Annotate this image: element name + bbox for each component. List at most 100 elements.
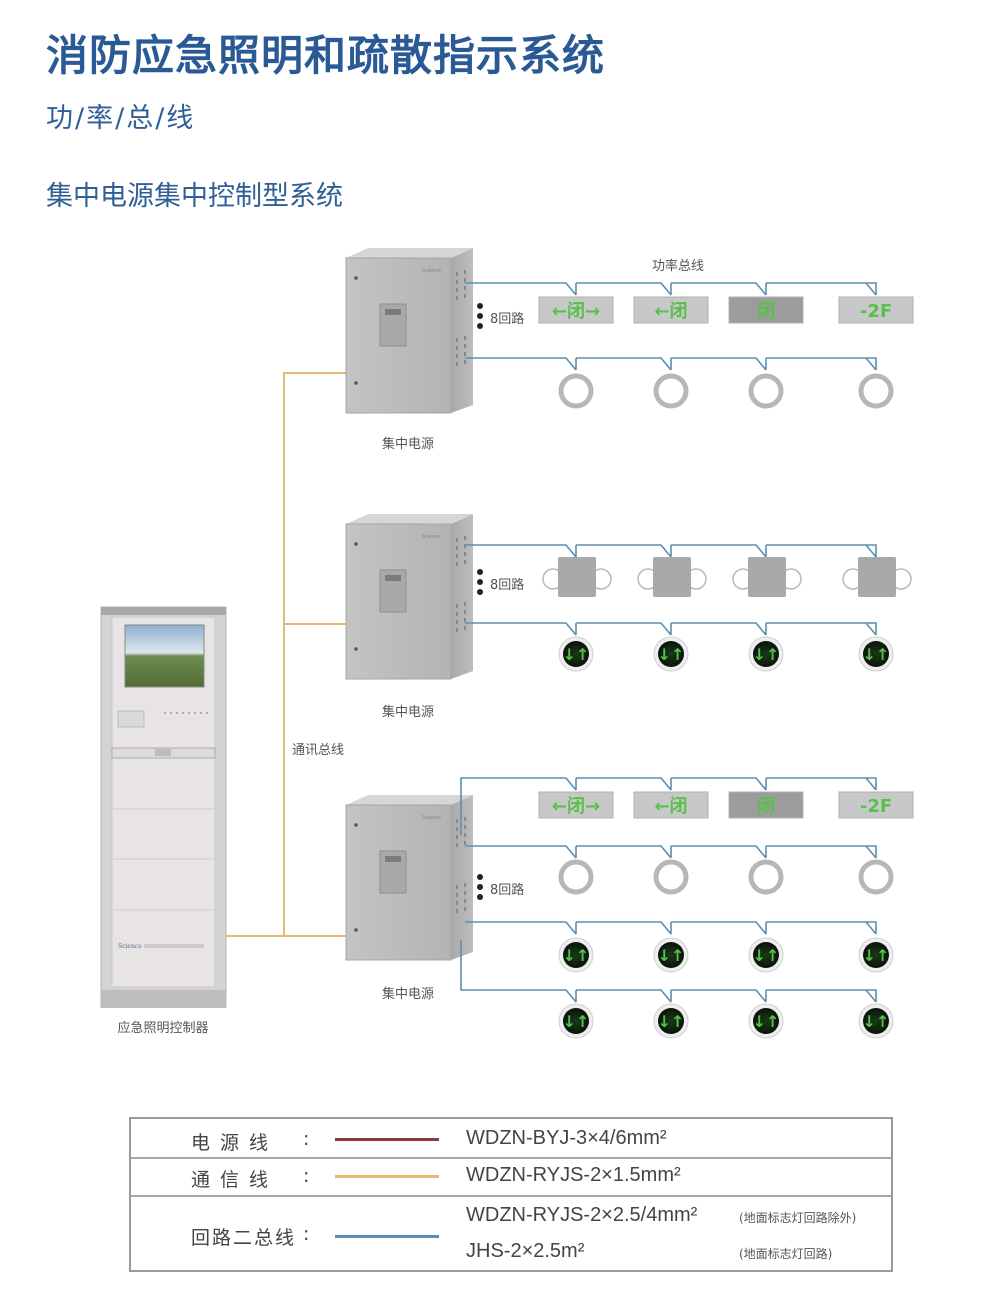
more-loops-dot — [477, 589, 483, 595]
ceiling-light[interactable] — [558, 373, 594, 409]
loop-bus-line — [465, 921, 877, 935]
controller-screen — [124, 624, 205, 688]
terminal-slot — [464, 270, 466, 274]
floor-direction-sign[interactable]: ↓↑ — [858, 937, 894, 973]
floor-direction-sign[interactable]: ↓↑ — [748, 636, 784, 672]
direction-arrows-icon: ↓↑ — [753, 1012, 780, 1031]
terminal-slot — [464, 352, 466, 356]
floor-direction-sign[interactable]: ↓↑ — [748, 1003, 784, 1039]
cable-legend: 电源线 : WDZN-BYJ-3×4/6mm² 通信线 : WDZN-RYJS-… — [129, 1117, 893, 1272]
door-hinge — [354, 928, 358, 932]
loop-branch-twin-head-light — [465, 544, 912, 597]
exit-sign[interactable]: -2F — [838, 296, 914, 324]
floor-direction-sign[interactable]: ↓↑ — [558, 937, 594, 973]
page-title: 消防应急照明和疏散指示系统 — [46, 31, 606, 80]
panel-display — [385, 309, 401, 315]
terminal-slot — [464, 552, 466, 556]
cabinet-top — [346, 795, 473, 805]
terminal-slot — [464, 817, 466, 821]
exit-sign[interactable]: 闭 — [728, 296, 804, 324]
floor-direction-sign[interactable]: ↓↑ — [858, 1003, 894, 1039]
exit-sign[interactable]: ←闭 — [633, 296, 709, 324]
terminal-slot — [456, 354, 458, 358]
exit-sign[interactable]: ←闭 — [633, 791, 709, 819]
ceiling-light[interactable] — [653, 859, 689, 895]
door-lock — [354, 823, 358, 827]
exit-sign[interactable]: ←闭→ — [538, 791, 614, 819]
twin-head-light[interactable] — [842, 557, 912, 597]
sign-panel — [633, 296, 709, 324]
sign-panel — [633, 791, 709, 819]
terminal-slot — [464, 360, 466, 364]
terminal-slot — [464, 544, 466, 548]
sign-text: 闭 — [757, 795, 775, 817]
ceiling-light-icon — [558, 859, 594, 895]
cabinet-side — [451, 248, 473, 413]
floor-direction-sign[interactable]: ↓↑ — [653, 1003, 689, 1039]
terminal-slot — [464, 833, 466, 837]
cabinet-side — [451, 795, 473, 960]
more-loops-dot — [477, 894, 483, 900]
loop-bus-line — [460, 777, 877, 835]
ceiling-light-icon — [558, 373, 594, 409]
loop-count-label: 8回路 — [490, 882, 524, 898]
sign-panel — [728, 296, 804, 324]
sign-text: 闭 — [757, 300, 775, 322]
legend-spec: WDZN-BYJ-3×4/6mm² — [466, 1127, 667, 1149]
brand-mark: Science — [422, 815, 441, 821]
floor-direction-sign[interactable]: ↓↑ — [858, 636, 894, 672]
loop-branch-floor-direction-sign: ↓↑ ↓↑ ↓↑ ↓↑ — [465, 622, 894, 672]
legend-colon: : — [303, 1128, 310, 1150]
loop-count-label: 8回路 — [490, 311, 524, 327]
more-loops-dot — [477, 874, 483, 880]
ceiling-light-icon — [653, 373, 689, 409]
legend-spec: WDZN-RYJS-2×2.5/4mm² — [466, 1204, 698, 1226]
ceiling-light[interactable] — [653, 373, 689, 409]
emergency-lighting-controller[interactable]: Science — [100, 606, 227, 1008]
more-loops-dot — [477, 579, 483, 585]
terminal-slot — [464, 883, 466, 887]
direction-arrows-icon: ↓↑ — [863, 946, 890, 965]
door-lock — [354, 276, 358, 280]
terminal-slot — [464, 344, 466, 348]
floor-direction-sign[interactable]: ↓↑ — [748, 937, 784, 973]
floor-direction-sign[interactable]: ↓↑ — [653, 636, 689, 672]
terminal-slot — [456, 901, 458, 905]
ceiling-light[interactable] — [748, 859, 784, 895]
terminal-slot — [464, 825, 466, 829]
power-supply-label: 集中电源 — [382, 436, 434, 452]
terminal-slot — [456, 628, 458, 632]
twin-head-light[interactable] — [542, 557, 612, 597]
terminal-slot — [456, 346, 458, 350]
twin-head-light[interactable] — [637, 557, 707, 597]
ceiling-light[interactable] — [858, 859, 894, 895]
floor-sign-face — [863, 641, 889, 667]
floor-direction-sign[interactable]: ↓↑ — [558, 1003, 594, 1039]
exit-sign[interactable]: -2F — [838, 791, 914, 819]
sign-text: -2F — [860, 796, 892, 817]
twin-head-light[interactable] — [732, 557, 802, 597]
floor-direction-sign[interactable]: ↓↑ — [653, 937, 689, 973]
ceiling-light[interactable] — [558, 859, 594, 895]
ceiling-light-icon — [748, 859, 784, 895]
loop-bus-line — [465, 622, 877, 636]
lamp-body — [558, 557, 596, 597]
terminal-slot — [456, 835, 458, 839]
exit-sign[interactable]: ←闭→ — [538, 296, 614, 324]
ceiling-light[interactable] — [748, 373, 784, 409]
terminal-slot — [464, 286, 466, 290]
loop-bus-line — [465, 544, 877, 558]
terminal-slot — [456, 554, 458, 558]
terminal-slot — [464, 610, 466, 614]
floor-sign-face — [658, 942, 684, 968]
floor-direction-sign[interactable]: ↓↑ — [558, 636, 594, 672]
loop-branch-ceiling-light — [465, 845, 894, 895]
ceiling-light[interactable] — [858, 373, 894, 409]
legend-name: 通信线 — [191, 1169, 279, 1191]
terminal-slot — [456, 562, 458, 566]
loop-branch-exit-sign: ←闭→ ←闭 闭 -2F — [465, 282, 914, 324]
exit-sign[interactable]: 闭 — [728, 791, 804, 819]
